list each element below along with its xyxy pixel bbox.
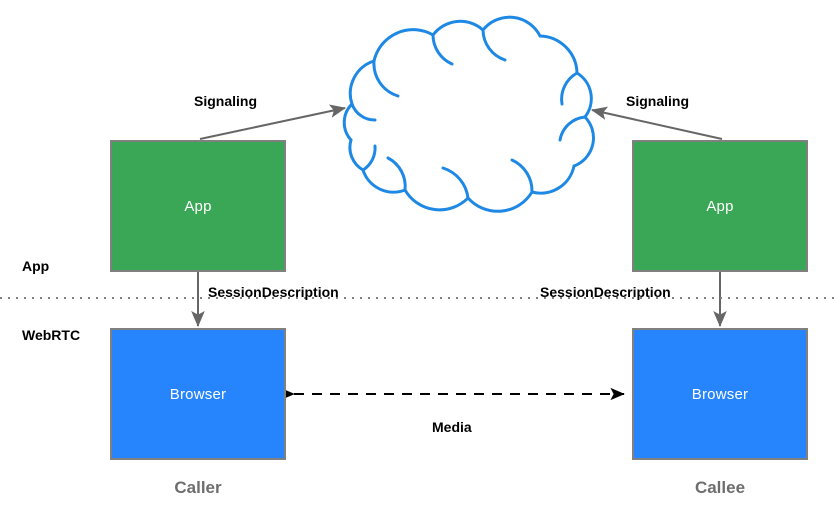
media-label: Media <box>432 419 472 435</box>
browser-box-callee[interactable]: Browser <box>632 328 808 460</box>
browser-box-callee-label: Browser <box>691 385 749 403</box>
session-description-label-left: SessionDescription <box>208 284 339 300</box>
role-label-callee: Callee <box>694 478 746 497</box>
app-box-callee[interactable]: App <box>632 140 808 272</box>
signaling-arrow-right <box>591 106 723 140</box>
layer-label-webrtc: WebRTC <box>22 327 81 343</box>
app-box-callee-label: App <box>706 197 734 215</box>
signaling-cloud-icon <box>342 15 595 213</box>
browser-box-caller[interactable]: Browser <box>110 328 286 460</box>
session-description-label-right: SessionDescription <box>540 284 671 300</box>
role-label-caller: Caller <box>174 478 222 497</box>
app-box-caller[interactable]: App <box>110 140 286 272</box>
browser-box-caller-label: Browser <box>169 385 227 403</box>
layer-label-app: App <box>22 258 50 274</box>
signaling-arrow-left <box>199 104 346 140</box>
app-box-caller-label: App <box>184 197 212 215</box>
signaling-label-left: Signaling <box>194 93 257 109</box>
signaling-label-right: Signaling <box>626 93 689 109</box>
